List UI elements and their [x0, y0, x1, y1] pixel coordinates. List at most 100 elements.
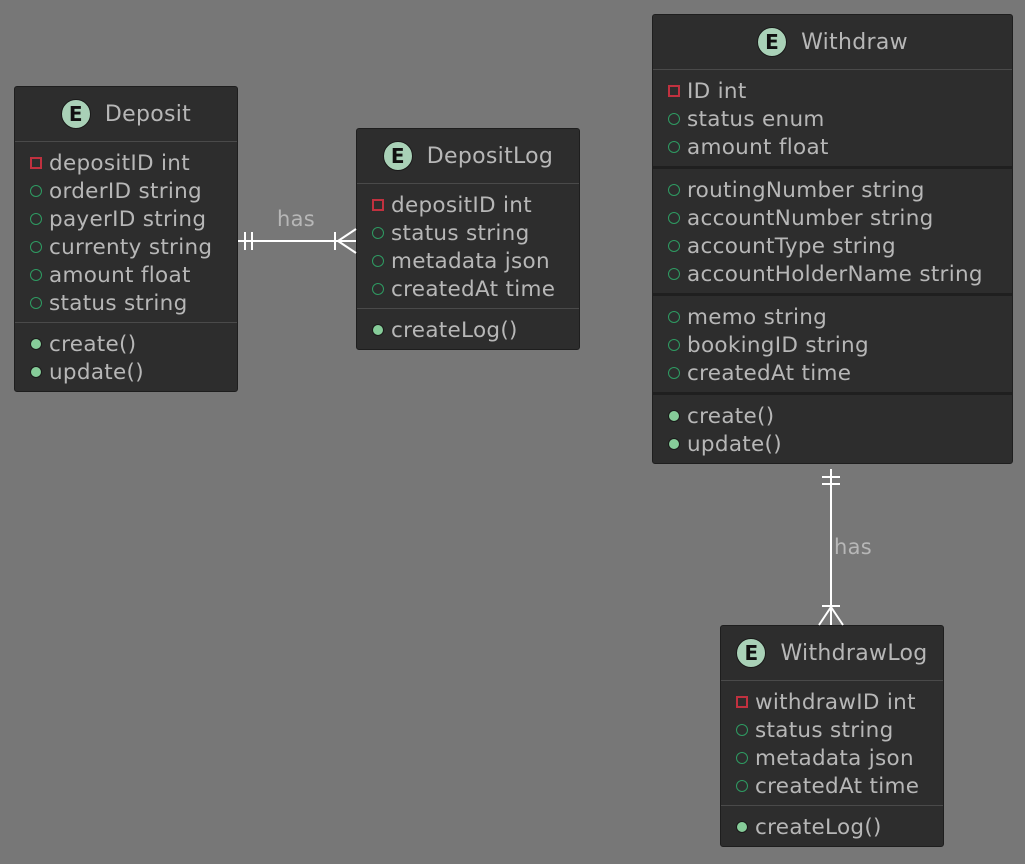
member-text: status string [391, 220, 530, 246]
public-circle-icon [668, 367, 680, 379]
member-text: metadata json [391, 248, 550, 274]
entity-badge-icon: E [736, 638, 767, 668]
member-text: metadata json [755, 745, 914, 771]
entity-field: bookingID string [653, 331, 1012, 359]
public-circle-icon [30, 269, 42, 281]
member-text: payerID string [49, 206, 207, 232]
entity-field: depositID int [357, 191, 579, 219]
entity-field: metadata json [357, 247, 579, 275]
public-circle-icon [668, 339, 680, 351]
member-text: bookingID string [687, 332, 869, 358]
member-text: accountHolderName string [687, 261, 983, 287]
public-circle-icon [668, 141, 680, 153]
method-dot-icon [668, 410, 680, 422]
method-dot-icon [30, 366, 42, 378]
entity-badge-icon: E [757, 27, 788, 57]
entity-field: orderID string [15, 177, 237, 205]
member-text: depositID int [391, 192, 532, 218]
public-circle-icon [372, 227, 384, 239]
member-text: status enum [687, 106, 825, 132]
entity-field: status string [357, 219, 579, 247]
member-text: createdAt time [755, 773, 920, 799]
member-text: status string [49, 290, 188, 316]
entity-section: createLog() [357, 308, 579, 349]
member-text: currenty string [49, 234, 213, 260]
member-text: accountNumber string [687, 205, 934, 231]
member-text: update() [687, 431, 782, 457]
member-text: routingNumber string [687, 177, 925, 203]
entity-field: withdrawID int [721, 688, 943, 716]
entity-method: update() [15, 358, 237, 386]
entity-method: update() [653, 430, 1012, 458]
member-text: amount float [49, 262, 191, 288]
entity-method: create() [653, 402, 1012, 430]
public-circle-icon [372, 283, 384, 295]
private-square-icon [668, 85, 680, 97]
member-text: createdAt time [687, 360, 852, 386]
entity-method: createLog() [357, 316, 579, 344]
relation-withdraw-withdrawlog [818, 469, 844, 626]
public-circle-icon [668, 268, 680, 280]
entity-field: createdAt time [653, 359, 1012, 387]
public-circle-icon [736, 780, 748, 792]
method-dot-icon [736, 821, 748, 833]
private-square-icon [736, 696, 748, 708]
entity-method: create() [15, 330, 237, 358]
member-text: create() [687, 403, 775, 429]
entity-field: status string [721, 716, 943, 744]
entity-badge-icon: E [60, 99, 91, 129]
entity-header: E Deposit [15, 87, 237, 142]
member-text: amount float [687, 134, 829, 160]
member-text: status string [755, 717, 894, 743]
entity-field: accountHolderName string [653, 260, 1012, 288]
public-circle-icon [30, 185, 42, 197]
entity-field: createdAt time [357, 275, 579, 303]
public-circle-icon [30, 241, 42, 253]
entity-field: amount float [15, 261, 237, 289]
entity-field: status enum [653, 105, 1012, 133]
public-circle-icon [30, 213, 42, 225]
member-text: depositID int [49, 150, 190, 176]
relation-deposit-depositlog [238, 228, 357, 254]
member-text: createLog() [755, 814, 882, 840]
entity-field: createdAt time [721, 772, 943, 800]
public-circle-icon [668, 311, 680, 323]
private-square-icon [372, 199, 384, 211]
public-circle-icon [668, 212, 680, 224]
member-text: withdrawID int [755, 689, 916, 715]
entity-title: Withdraw [801, 29, 908, 55]
entity-field: metadata json [721, 744, 943, 772]
public-circle-icon [668, 240, 680, 252]
entity-title: DepositLog [426, 143, 554, 169]
member-text: createLog() [391, 317, 518, 343]
relation-label: has [834, 535, 873, 559]
entity-field: payerID string [15, 205, 237, 233]
method-dot-icon [668, 438, 680, 450]
entity-title: WithdrawLog [780, 640, 928, 666]
entity-header: E DepositLog [357, 129, 579, 184]
member-text: update() [49, 359, 144, 385]
member-text: ID int [687, 78, 747, 104]
method-dot-icon [30, 338, 42, 350]
entity-section: create()update() [15, 322, 237, 391]
member-text: memo string [687, 304, 828, 330]
member-text: orderID string [49, 178, 202, 204]
entity-header: E WithdrawLog [721, 626, 943, 681]
entity-header: E Withdraw [653, 15, 1012, 70]
member-text: accountType string [687, 233, 896, 259]
entity-badge-icon: E [382, 141, 413, 171]
entity-title: Deposit [104, 101, 192, 127]
entity-field: amount float [653, 133, 1012, 161]
public-circle-icon [30, 297, 42, 309]
public-circle-icon [736, 724, 748, 736]
